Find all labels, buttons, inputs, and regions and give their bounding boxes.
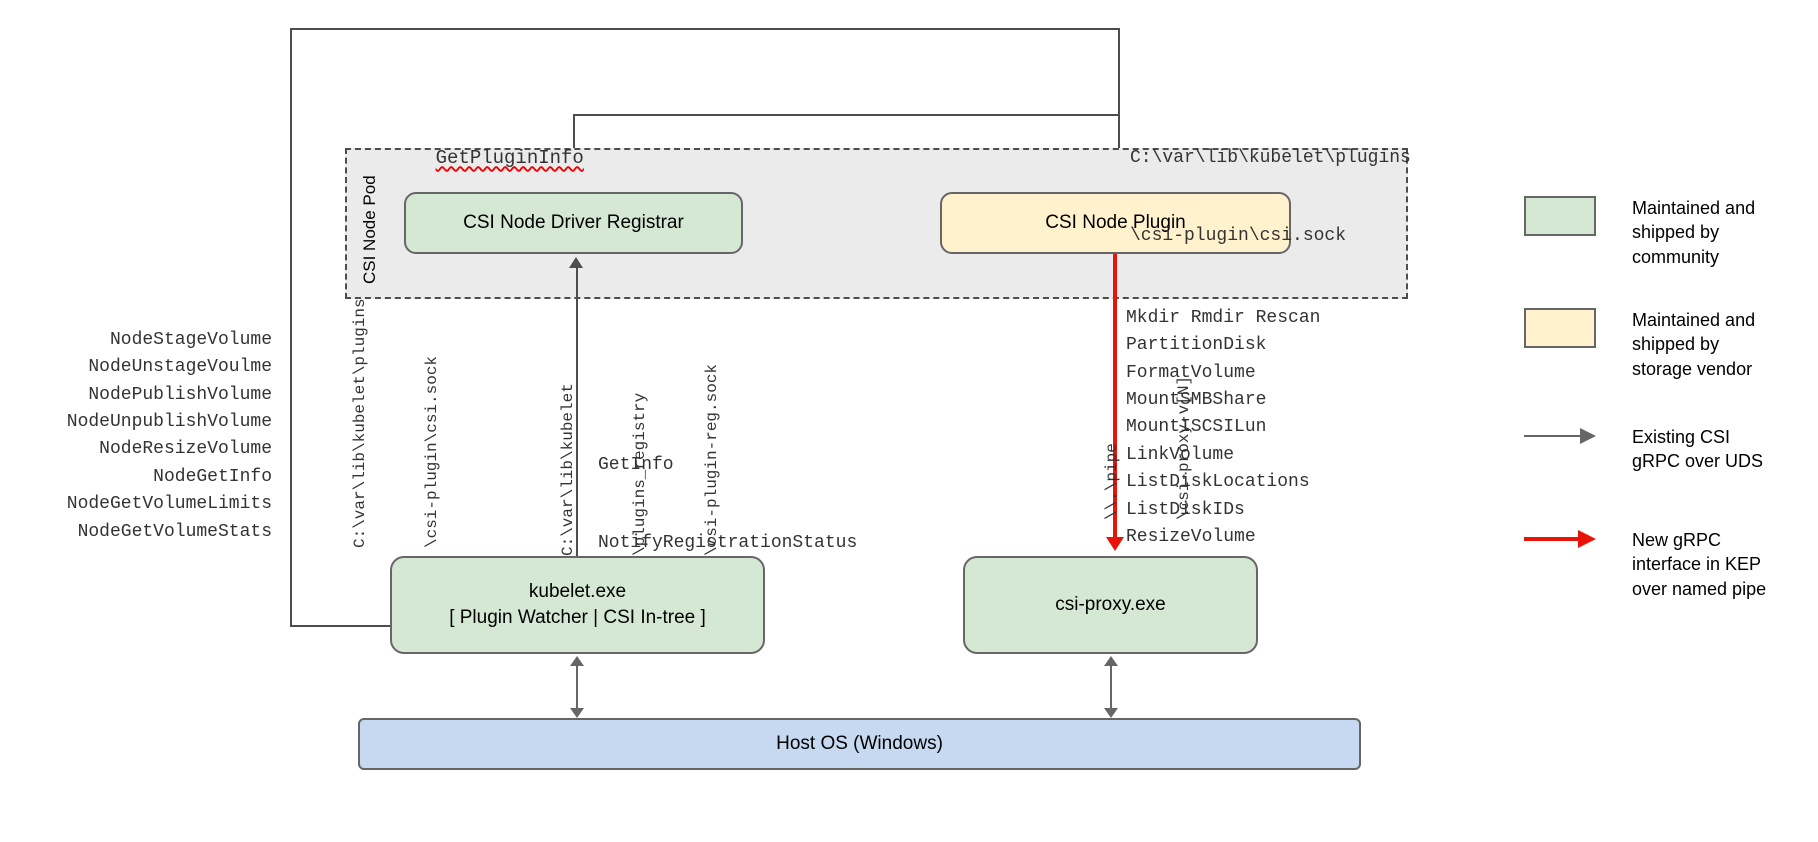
connector-csi-proxy-to-host-os: [1110, 666, 1112, 708]
connector-kubelet-to-plugin-bottom: [290, 625, 395, 627]
node-service-call-7: NodeGetVolumeStats: [77, 521, 272, 542]
csi-proxy-call-0: Mkdir Rmdir Rescan: [1126, 308, 1321, 328]
csi-proxy-call-6: ListDiskLocations: [1126, 472, 1310, 493]
vlabel-csi-sock-path: C:\var\lib\kubelet\plugins \csi-plugin\c…: [300, 298, 492, 548]
arrowhead-csi-proxy-down: [1104, 708, 1118, 718]
node-service-call-6: NodeGetVolumeLimits: [66, 494, 272, 515]
connector-kubelet-to-plugin-left-riser: [290, 28, 292, 627]
label-registration-calls-line1: GetInfo: [598, 455, 674, 476]
connector-kubelet-to-registrar: [576, 268, 578, 556]
node-service-call-5: NodeGetInfo: [153, 466, 272, 487]
node-csi-node-plugin[interactable]: CSI Node Plugin: [940, 192, 1291, 254]
vlabel-registry-sock-path-line3: \csi-plugin-reg.sock: [703, 363, 721, 556]
connector-kubelet-to-plugin-top: [290, 28, 1120, 30]
vlabel-csi-sock-path-line1: C:\var\lib\kubelet\plugins: [351, 298, 369, 548]
node-kubelet-exe-label: kubelet.exe: [528, 581, 627, 603]
node-kubelet-exe-sublabel: [ Plugin Watcher | CSI In-tree ]: [449, 607, 706, 628]
node-host-os[interactable]: Host OS (Windows): [358, 718, 1361, 770]
vlabel-csi-sock-path-line2: \csi-plugin\csi.sock: [423, 355, 441, 548]
legend-label-3: New gRPC interface in KEP over named pip…: [1632, 530, 1767, 599]
node-service-call-0: NodeStageVolume: [109, 330, 272, 350]
arrowhead-kubelet-down: [570, 708, 584, 718]
legend-label-1: Maintained and shipped by storage vendor: [1632, 310, 1756, 379]
csi-proxy-call-3: MountSMBShare: [1126, 390, 1267, 411]
node-host-os-label: Host OS (Windows): [776, 733, 943, 755]
legend-arrow-head-3: [1578, 530, 1596, 548]
node-csi-node-plugin-label: CSI Node Plugin: [1045, 212, 1186, 234]
csi-proxy-call-1: PartitionDisk: [1126, 335, 1267, 356]
label-registration-calls-line2: NotifyRegistrationStatus: [598, 533, 858, 554]
vlabel-registry-sock-path-line1: C:\var\lib\kubelet: [559, 383, 577, 556]
vlabel-registry-sock-path-line2: \plugins_registry: [631, 392, 649, 556]
csi-proxy-call-5: LinkVolume: [1126, 444, 1235, 465]
node-csi-node-driver-registrar[interactable]: CSI Node Driver Registrar: [404, 192, 743, 254]
node-csi-proxy-exe[interactable]: csi-proxy.exe: [963, 556, 1258, 654]
label-csi-plugin-sock-path-line1: C:\var\lib\kubelet\plugins: [1130, 148, 1411, 169]
node-service-call-1: NodeUnstageVoulme: [88, 357, 272, 378]
vlabel-named-pipe-path-line1: \\.\pipe: [1103, 443, 1121, 520]
csi-node-pod-label: CSI Node Pod: [352, 46, 379, 284]
csi-proxy-call-4: MountISCSILun: [1126, 417, 1267, 438]
legend-label-0: Maintained and shipped by community: [1632, 198, 1756, 267]
legend-arrow-shaft-2: [1524, 435, 1582, 437]
legend-arrow-3: [1524, 528, 1596, 550]
legend-arrow-head-2: [1580, 428, 1596, 444]
arrowhead-to-registrar: [569, 257, 583, 268]
legend-item-2: Existing CSI gRPC over UDS: [1524, 425, 1782, 474]
arrowhead-to-csi-proxy: [1106, 537, 1124, 551]
legend-arrow-2: [1524, 425, 1596, 447]
node-service-call-4: NodeResizeVolume: [99, 439, 272, 460]
connector-kubelet-to-host-os: [576, 666, 578, 708]
label-csi-plugin-sock-path: C:\var\lib\kubelet\plugins \csi-plugin\c…: [1130, 93, 1411, 302]
legend-item-0: Maintained and shipped by community: [1524, 196, 1782, 269]
legend-label-2: Existing CSI gRPC over UDS: [1632, 427, 1764, 472]
label-get-plugin-info-text: GetPluginInfo: [435, 146, 584, 169]
connector-plugin-drop: [1118, 28, 1120, 176]
legend-swatch-1: [1524, 308, 1596, 348]
connector-node-plugin-to-csi-proxy: [1113, 254, 1117, 537]
arrowhead-kubelet-up: [570, 656, 584, 666]
csi-proxy-call-2: FormatVolume: [1126, 362, 1256, 383]
label-get-plugin-info: GetPluginInfo: [390, 117, 584, 200]
node-csi-node-driver-registrar-label: CSI Node Driver Registrar: [463, 212, 684, 234]
arrowhead-csi-proxy-up: [1104, 656, 1118, 666]
vlabel-named-pipe-path-line2: \csi-proxy-v[N]: [1175, 375, 1193, 520]
legend-item-3: New gRPC interface in KEP over named pip…: [1524, 528, 1782, 601]
csi-proxy-call-8: ResizeVolume: [1126, 526, 1256, 547]
csi-proxy-call-7: ListDiskIDs: [1126, 499, 1245, 520]
legend-item-1: Maintained and shipped by storage vendor: [1524, 308, 1782, 381]
vlabel-registry-sock-path: C:\var\lib\kubelet \plugins_registry \cs…: [508, 364, 772, 556]
vlabel-named-pipe-path: \\.\pipe \csi-proxy-v[N]: [1052, 376, 1244, 520]
csi-node-pod-label-text: CSI Node Pod: [360, 175, 379, 284]
legend-arrow-shaft-3: [1524, 537, 1580, 541]
node-kubelet-exe[interactable]: kubelet.exe [ Plugin Watcher | CSI In-tr…: [390, 556, 765, 654]
label-csi-plugin-sock-path-line2: \csi-plugin\csi.sock: [1130, 226, 1347, 247]
label-registration-calls: GetInfo NotifyRegistrationStatus: [598, 400, 857, 609]
legend-swatch-0: [1524, 196, 1596, 236]
node-service-call-3: NodeUnpublishVolume: [66, 412, 272, 433]
connector-getplugininfo-top: [573, 114, 1120, 116]
node-csi-proxy-exe-label: csi-proxy.exe: [1055, 594, 1166, 616]
node-service-call-2: NodePublishVolume: [88, 384, 272, 405]
